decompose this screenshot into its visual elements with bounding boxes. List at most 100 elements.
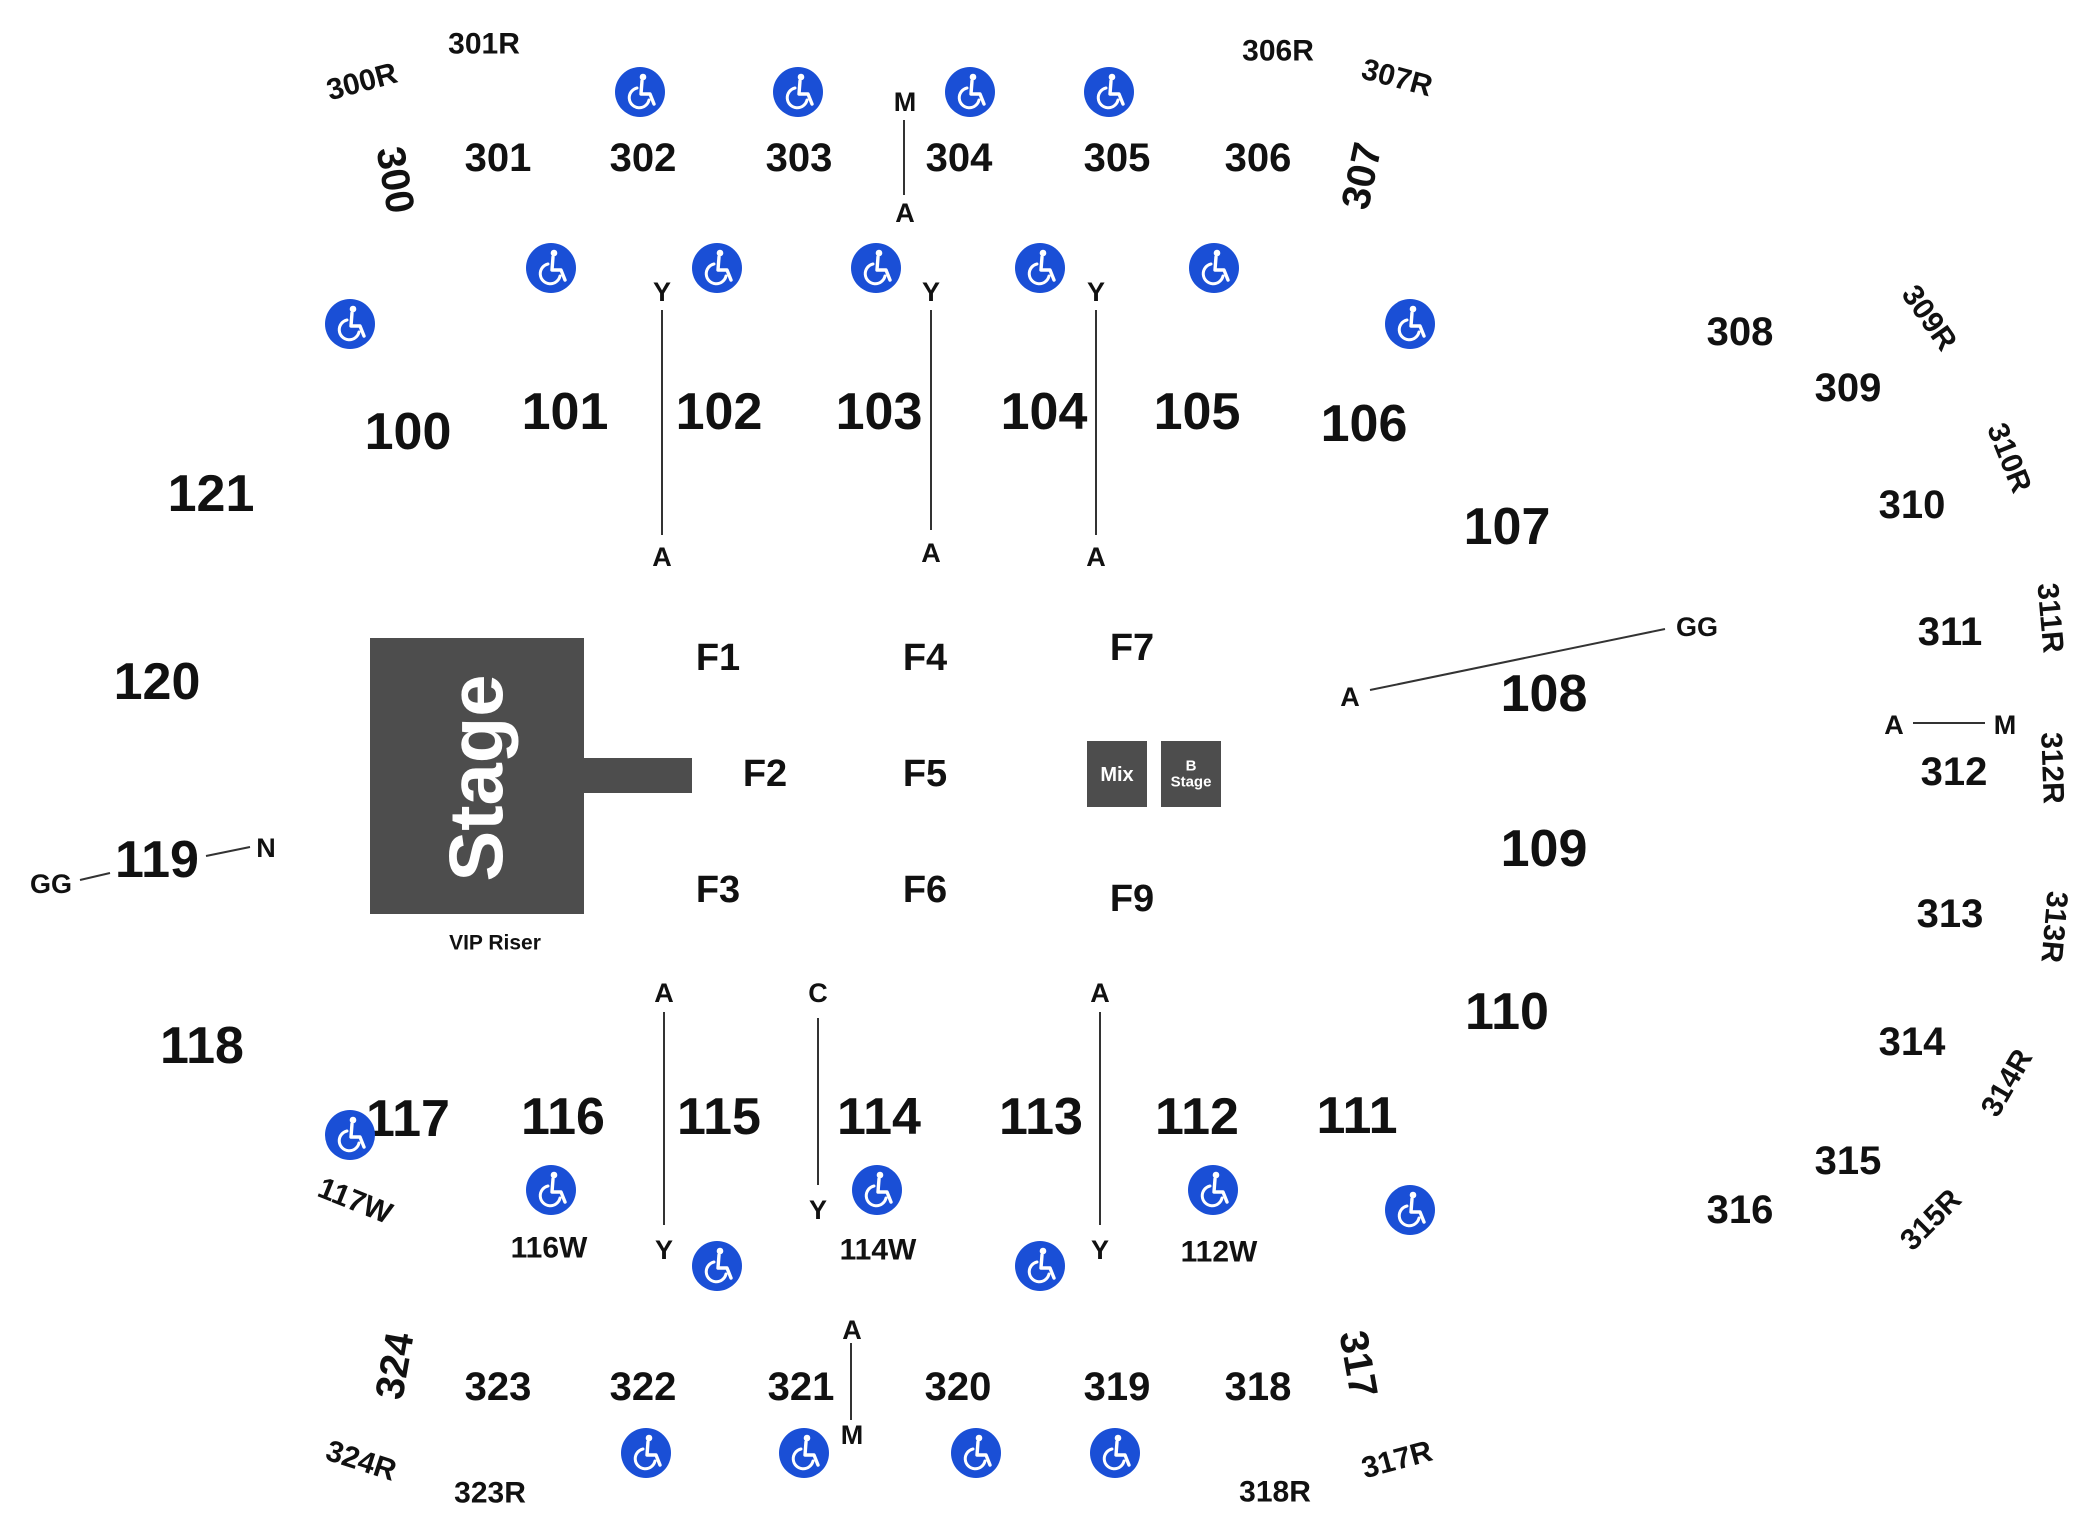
lower-section[interactable]: 115: [677, 1088, 761, 1146]
upper-section[interactable]: 321: [768, 1365, 835, 1409]
wheelchair-icon[interactable]: [323, 1108, 377, 1162]
aisle-line: [205, 846, 251, 857]
b-stage[interactable]: B Stage: [1161, 741, 1221, 807]
lower-section[interactable]: 116: [521, 1088, 605, 1146]
aisle-label: A: [895, 198, 915, 228]
lower-section[interactable]: 119: [115, 831, 199, 889]
wheelchair-icon[interactable]: [850, 1163, 904, 1217]
upper-section[interactable]: 302: [610, 136, 677, 180]
lower-section[interactable]: 104: [1001, 383, 1088, 441]
upper-section[interactable]: 313: [1917, 892, 1984, 936]
wheelchair-icon[interactable]: [943, 65, 997, 119]
upper-section[interactable]: 315: [1815, 1139, 1882, 1183]
lower-section[interactable]: 114: [837, 1088, 921, 1146]
upper-section[interactable]: 304: [926, 136, 993, 180]
wheelchair-icon[interactable]: [1187, 241, 1241, 295]
wheelchair-icon[interactable]: [613, 65, 667, 119]
lower-section[interactable]: 117: [366, 1090, 450, 1148]
mix-position[interactable]: Mix: [1087, 741, 1147, 807]
upper-section[interactable]: 309: [1815, 366, 1882, 410]
row-label: 301R: [448, 28, 520, 61]
lower-section[interactable]: 111: [1316, 1087, 1397, 1145]
lower-section[interactable]: 113: [999, 1088, 1083, 1146]
wheelchair-icon[interactable]: [949, 1426, 1003, 1480]
row-label: 312R: [2034, 732, 2069, 805]
lower-section[interactable]: 101: [522, 383, 609, 441]
row-label: 323R: [454, 1477, 526, 1510]
floor-section[interactable]: F2: [743, 753, 787, 795]
aisle-label: M: [841, 1420, 864, 1450]
wheelchair-icon[interactable]: [524, 241, 578, 295]
wheelchair-icon[interactable]: [690, 1239, 744, 1293]
upper-section[interactable]: 324: [368, 1329, 423, 1403]
upper-section[interactable]: 319: [1084, 1365, 1151, 1409]
row-label: 310R: [1980, 419, 2038, 498]
upper-section[interactable]: 311: [1918, 610, 1983, 654]
upper-section[interactable]: 308: [1707, 310, 1774, 354]
upper-section[interactable]: 322: [610, 1365, 677, 1409]
lower-section[interactable]: 103: [836, 383, 923, 441]
wheelchair-icon[interactable]: [1383, 297, 1437, 351]
aisle-label: Y: [1087, 277, 1105, 307]
upper-section[interactable]: 310: [1879, 483, 1946, 527]
wheelchair-icon[interactable]: [849, 241, 903, 295]
lower-section[interactable]: 121: [168, 465, 255, 523]
lower-section[interactable]: 100: [365, 403, 452, 461]
upper-section[interactable]: 323: [465, 1365, 532, 1409]
row-label: 324R: [322, 1434, 401, 1488]
lower-section[interactable]: 105: [1154, 383, 1241, 441]
wheelchair-icon[interactable]: [1013, 241, 1067, 295]
wheelchair-icon[interactable]: [777, 1426, 831, 1480]
wheelchair-icon[interactable]: [1186, 1163, 1240, 1217]
lower-section[interactable]: 107: [1464, 498, 1551, 556]
upper-section[interactable]: 305: [1084, 136, 1151, 180]
lower-section[interactable]: 120: [114, 653, 201, 711]
upper-section[interactable]: 314: [1879, 1020, 1946, 1064]
aisle-label: A: [1884, 710, 1904, 740]
upper-section[interactable]: 306: [1225, 136, 1292, 180]
aisle-label: A: [1090, 978, 1110, 1008]
lower-section[interactable]: 112: [1155, 1088, 1239, 1146]
wheelchair-icon[interactable]: [690, 241, 744, 295]
upper-section[interactable]: 300: [368, 143, 423, 216]
upper-section[interactable]: 312: [1921, 750, 1988, 794]
lower-section[interactable]: 109: [1501, 820, 1588, 878]
aisle-label: Y: [1091, 1235, 1109, 1265]
row-label: 306R: [1242, 35, 1314, 68]
floor-section[interactable]: F5: [903, 753, 947, 795]
wheelchair-icon[interactable]: [771, 65, 825, 119]
floor-section[interactable]: F4: [903, 637, 947, 679]
floor-section[interactable]: F3: [696, 869, 740, 911]
upper-section[interactable]: 301: [465, 136, 532, 180]
lower-section[interactable]: 106: [1321, 395, 1408, 453]
lower-section[interactable]: 108: [1501, 665, 1588, 723]
floor-section[interactable]: F7: [1110, 627, 1154, 669]
aisle-label: A: [652, 542, 672, 572]
floor-section[interactable]: F6: [903, 869, 947, 911]
upper-section[interactable]: 318: [1225, 1365, 1292, 1409]
lower-section[interactable]: 110: [1465, 983, 1549, 1041]
aisle-label: Y: [809, 1195, 827, 1225]
wheelchair-icon[interactable]: [1383, 1183, 1437, 1237]
row-label: 313R: [2034, 890, 2073, 965]
lower-section[interactable]: 118: [160, 1017, 244, 1075]
wheelchair-area-label: 112W: [1181, 1236, 1258, 1269]
wheelchair-icon[interactable]: [524, 1163, 578, 1217]
upper-section[interactable]: 303: [766, 136, 833, 180]
b-stage-label-top: B: [1186, 758, 1197, 775]
lower-section[interactable]: 102: [676, 383, 763, 441]
upper-section[interactable]: 316: [1707, 1188, 1774, 1232]
wheelchair-icon[interactable]: [1088, 1426, 1142, 1480]
row-label: 307R: [1358, 53, 1436, 104]
floor-section[interactable]: F1: [696, 637, 740, 679]
stage[interactable]: Stage: [370, 638, 692, 914]
upper-section[interactable]: 307: [1334, 139, 1391, 213]
wheelchair-area-label: 116W: [511, 1232, 588, 1265]
wheelchair-icon[interactable]: [1013, 1239, 1067, 1293]
upper-section[interactable]: 317: [1331, 1327, 1386, 1400]
wheelchair-icon[interactable]: [323, 297, 377, 351]
wheelchair-icon[interactable]: [619, 1426, 673, 1480]
upper-section[interactable]: 320: [925, 1365, 992, 1409]
wheelchair-icon[interactable]: [1082, 65, 1136, 119]
floor-section[interactable]: F9: [1110, 878, 1154, 920]
